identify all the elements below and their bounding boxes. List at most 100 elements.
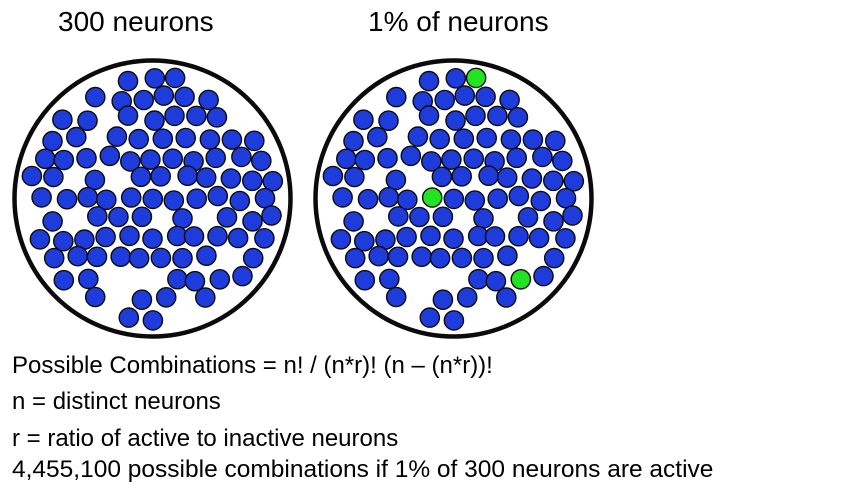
neuron	[216, 206, 238, 228]
neuron	[468, 268, 489, 290]
neuron	[175, 127, 196, 149]
neuron	[487, 105, 508, 127]
neuron	[250, 150, 272, 172]
neuron	[221, 129, 243, 150]
neuron	[400, 145, 422, 167]
neuron	[343, 211, 364, 232]
neuron	[484, 226, 506, 247]
neuron	[128, 128, 149, 150]
neuron	[96, 189, 117, 211]
neuron	[66, 126, 87, 148]
neuron	[443, 188, 465, 210]
neuron	[117, 70, 139, 92]
neuron	[262, 170, 284, 192]
neuron	[29, 228, 51, 250]
neuron	[43, 247, 65, 269]
neuron	[379, 268, 400, 290]
neuron-population-all	[12, 58, 293, 339]
neuron	[543, 210, 564, 232]
neuron	[232, 265, 253, 287]
neuron	[186, 188, 207, 209]
neuron	[495, 287, 517, 308]
neuron	[517, 206, 539, 228]
neuron	[84, 286, 106, 308]
neuron	[453, 128, 475, 149]
neuron	[443, 310, 465, 331]
neuron	[343, 130, 364, 152]
neuron	[152, 128, 174, 149]
neuron	[332, 187, 353, 208]
neuron	[42, 211, 63, 232]
neuron	[441, 149, 462, 170]
neuron	[451, 166, 472, 187]
neuron	[153, 85, 175, 106]
neuron	[174, 86, 195, 108]
neuron	[133, 89, 154, 111]
neuron	[120, 151, 141, 172]
neuron	[85, 86, 106, 108]
neuron	[533, 265, 554, 287]
neuron	[555, 187, 577, 209]
neuron	[451, 247, 473, 269]
neuron	[261, 205, 282, 226]
neuron	[445, 67, 467, 89]
neuron	[543, 247, 565, 269]
neuron	[487, 188, 508, 209]
neuron	[378, 186, 399, 208]
neuron	[196, 245, 217, 266]
neuron	[53, 269, 75, 291]
neuron	[551, 150, 573, 172]
neuron	[555, 227, 576, 249]
neuron	[420, 225, 441, 247]
definition-n: n = distinct neurons	[12, 388, 221, 415]
neuron	[167, 268, 188, 290]
neuron	[473, 247, 494, 269]
neuron	[56, 188, 78, 210]
neuron	[21, 165, 43, 187]
neuron	[388, 206, 409, 227]
neuron	[344, 247, 366, 269]
neuron	[142, 188, 164, 210]
neuron	[387, 246, 409, 268]
neuron	[385, 286, 407, 308]
neuron	[411, 246, 432, 267]
neuron	[76, 147, 97, 169]
neuron	[397, 189, 418, 211]
neuron	[183, 226, 205, 247]
neuron	[144, 110, 165, 131]
neuron	[497, 245, 518, 266]
neuron	[186, 105, 207, 127]
neuron	[184, 270, 206, 292]
neuron	[52, 109, 73, 130]
neuron	[385, 169, 407, 191]
neuron	[464, 190, 486, 211]
active-neuron	[510, 268, 532, 290]
neuron	[386, 86, 407, 108]
neuron	[378, 110, 399, 131]
neuron	[78, 268, 99, 290]
combination-formula: Possible Combinations = n! / (n*r)! (n –…	[12, 352, 493, 379]
neuron	[140, 149, 161, 170]
neuron	[142, 310, 164, 331]
neuron	[562, 205, 583, 226]
neuron	[52, 230, 74, 252]
neuron	[106, 126, 128, 147]
neuron	[418, 70, 440, 92]
neuron	[528, 227, 550, 249]
neuron	[209, 268, 231, 290]
neuron	[419, 307, 441, 328]
neuron	[354, 149, 376, 171]
neuron	[322, 165, 344, 187]
definition-r: r = ratio of active to inactive neurons	[12, 425, 399, 452]
neuron	[522, 129, 544, 150]
neuron	[409, 206, 430, 228]
neuron	[368, 245, 389, 267]
neuron	[499, 89, 520, 111]
neuron	[432, 206, 454, 228]
neuron	[242, 247, 264, 269]
neuron	[367, 126, 388, 148]
neuron	[128, 247, 150, 269]
neuron	[421, 151, 442, 172]
left-panel-title: 300 neurons	[58, 6, 214, 37]
neuron-population-active-subset	[313, 58, 594, 339]
